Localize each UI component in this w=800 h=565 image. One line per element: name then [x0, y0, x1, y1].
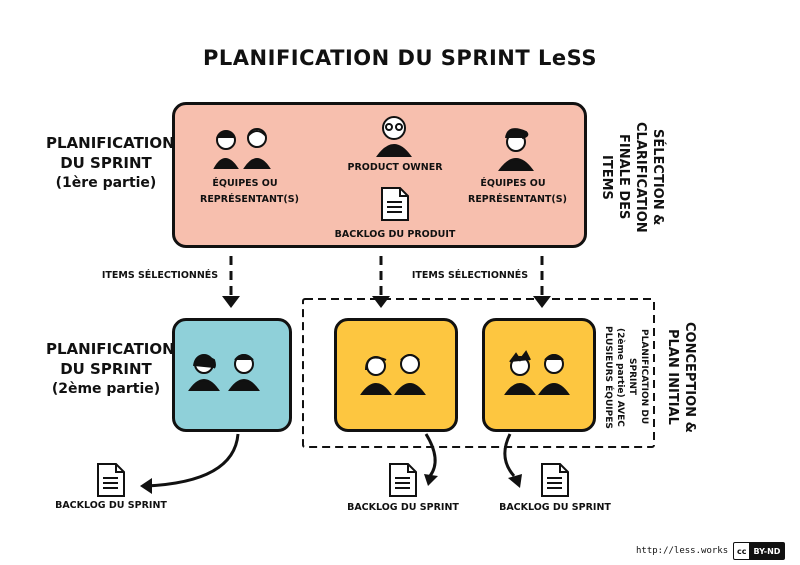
- arrow-multi2-to-backlog: [503, 433, 516, 477]
- cc-icon: cc: [734, 546, 750, 556]
- sprint-planning-part1-box: [172, 102, 587, 248]
- items-selected-right-label: ITEMS SÉLECTIONNÉS: [411, 270, 529, 281]
- multi-team-dashed-region: [302, 298, 655, 448]
- sprint-backlog-3-document-icon: [541, 463, 569, 497]
- team-left-people-icon: [213, 128, 271, 169]
- team-right-person-icon: [498, 128, 534, 171]
- license-text: BY-ND: [749, 543, 785, 559]
- page-title: PLANIFICATION DU SPRINT LeSS: [203, 46, 597, 70]
- multi-team-box-1: [334, 318, 458, 432]
- multi-team-planning-label: PLANIFICATION DU SPRINT (2ème partie) AV…: [603, 325, 649, 429]
- multi-team-2-people-icon: [504, 350, 570, 395]
- part1-label: PLANIFICATION DU SPRINT (1ère partie): [46, 134, 175, 191]
- footer-url[interactable]: http://less.works: [636, 546, 729, 556]
- items-selected-left-label: ITEMS SÉLECTIONNÉS: [101, 270, 219, 281]
- license-badge: cc BY-ND: [733, 542, 786, 560]
- single-team-box: [172, 318, 292, 432]
- teams-right-label: ÉQUIPES OU REPRÉSENTANT(S): [468, 178, 567, 205]
- sprint-backlog-1-document-icon: [97, 463, 125, 497]
- multi-team-1-people-icon: [360, 354, 426, 395]
- product-backlog-document-icon: [381, 187, 409, 221]
- arrow-single-to-backlog: [145, 433, 240, 488]
- design-initial-plan-label: CONCEPTION & PLAN INITIAL: [665, 321, 697, 433]
- sprint-backlog-1-label: BACKLOG DU SPRINT: [55, 500, 167, 511]
- product-backlog-label: BACKLOG DU PRODUIT: [334, 229, 456, 240]
- multi-team-box-2: [482, 318, 596, 432]
- product-owner-person-icon: [376, 116, 412, 157]
- arrow-multi1-to-backlog: [424, 433, 437, 477]
- product-owner-label: PRODUCT OWNER: [347, 162, 443, 173]
- selection-clarification-label: SÉLECTION & CLARIFICATION FINALE DES ITE…: [599, 121, 665, 233]
- single-team-people-icon: [188, 354, 260, 391]
- sprint-backlog-3-label: BACKLOG DU SPRINT: [499, 502, 611, 513]
- teams-left-label: ÉQUIPES OU REPRÉSENTANT(S): [200, 178, 299, 205]
- sprint-backlog-2-label: BACKLOG DU SPRINT: [347, 502, 459, 513]
- part2-label: PLANIFICATION DU SPRINT (2ème partie): [46, 340, 175, 397]
- sprint-backlog-2-document-icon: [389, 463, 417, 497]
